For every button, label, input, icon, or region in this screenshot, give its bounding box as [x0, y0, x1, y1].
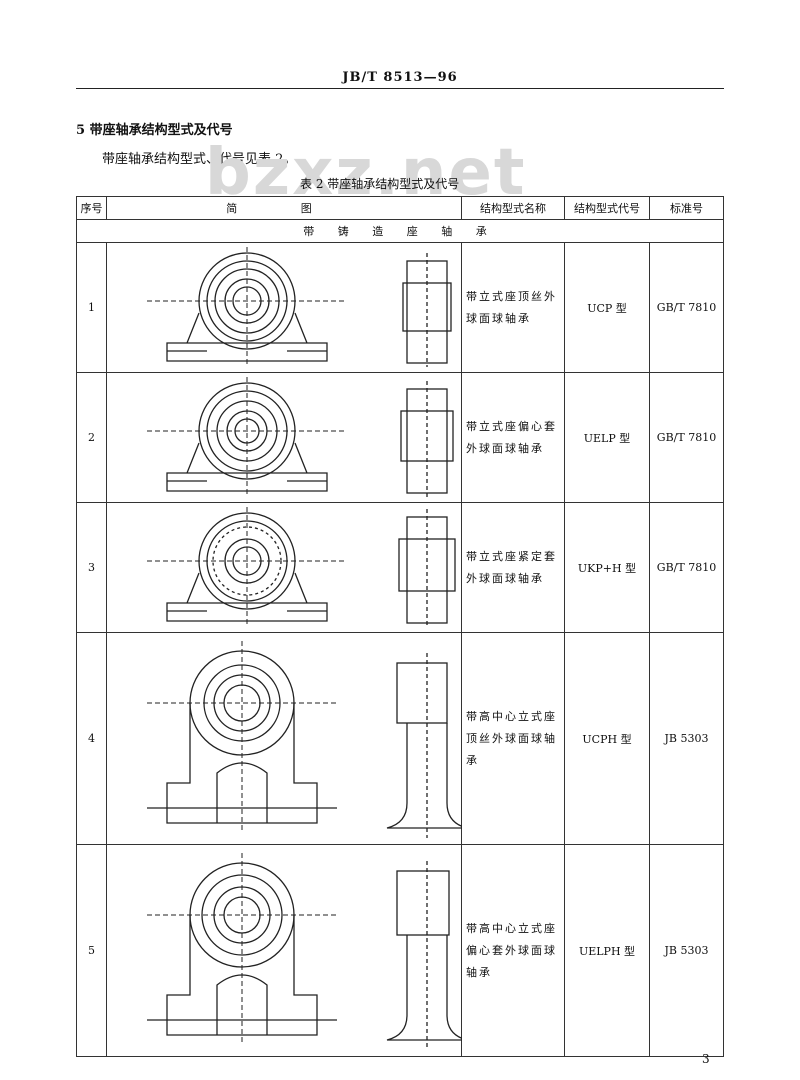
row-name: 带立式座顶丝外球面球轴承: [461, 242, 565, 373]
header-seq: 序号: [76, 196, 107, 220]
row-standard: GB/T 7810: [649, 242, 724, 373]
header-name: 结构型式名称: [461, 196, 565, 220]
page-header-code: JB/T 8513—96: [342, 70, 458, 85]
row-standard: GB/T 7810: [649, 372, 724, 503]
row-figure: [106, 632, 468, 845]
high-center-pillow-block-drawing: [147, 853, 468, 1050]
row-code: UELP 型: [564, 372, 650, 503]
row-standard: GB/T 7810: [649, 502, 724, 633]
row-code: UCPH 型: [564, 632, 650, 845]
row-code: UCP 型: [564, 242, 650, 373]
row-name: 带高中心立式座顶丝外球面球轴承: [461, 632, 565, 845]
row-seq: 2: [76, 372, 107, 503]
row-code: UKP+H 型: [564, 502, 650, 633]
row-figure: [106, 844, 468, 1057]
header-code: 结构型式代号: [564, 196, 650, 220]
row-seq: 3: [76, 502, 107, 633]
header-standard: 标准号: [649, 196, 724, 220]
row-name: 带高中心立式座偏心套外球面球轴承: [461, 844, 565, 1057]
row-figure: [106, 242, 462, 373]
header-figure: 简 图: [106, 196, 462, 220]
pillow-block-drawing: [147, 507, 456, 627]
intro-paragraph: 带座轴承结构型式、代号见表 2。: [102, 152, 297, 167]
structure-table: 序号 简 图 结构型式名称 结构型式代号 标准号 带 铸 造 座 轴 承 1 带…: [76, 196, 724, 1057]
high-center-pillow-block-drawing: [147, 641, 468, 838]
row-figure: [106, 502, 462, 633]
header-rule: [76, 88, 724, 89]
section-title: 5 带座轴承结构型式及代号: [76, 123, 233, 138]
page-number: 3: [702, 1052, 710, 1066]
pillow-block-drawing: [147, 377, 454, 497]
row-standard: JB 5303: [649, 844, 724, 1057]
row-seq: 1: [76, 242, 107, 373]
row-name: 带立式座偏心套外球面球轴承: [461, 372, 565, 503]
row-seq: 5: [76, 844, 107, 1057]
row-figure: [106, 372, 462, 503]
subheader-cast-housing: 带 铸 造 座 轴 承: [76, 219, 724, 243]
row-seq: 4: [76, 632, 107, 845]
row-code: UELPH 型: [564, 844, 650, 1057]
pillow-block-drawing: [147, 247, 452, 367]
table-caption: 表 2 带座轴承结构型式及代号: [300, 177, 460, 191]
row-name: 带立式座紧定套外球面球轴承: [461, 502, 565, 633]
row-standard: JB 5303: [649, 632, 724, 845]
